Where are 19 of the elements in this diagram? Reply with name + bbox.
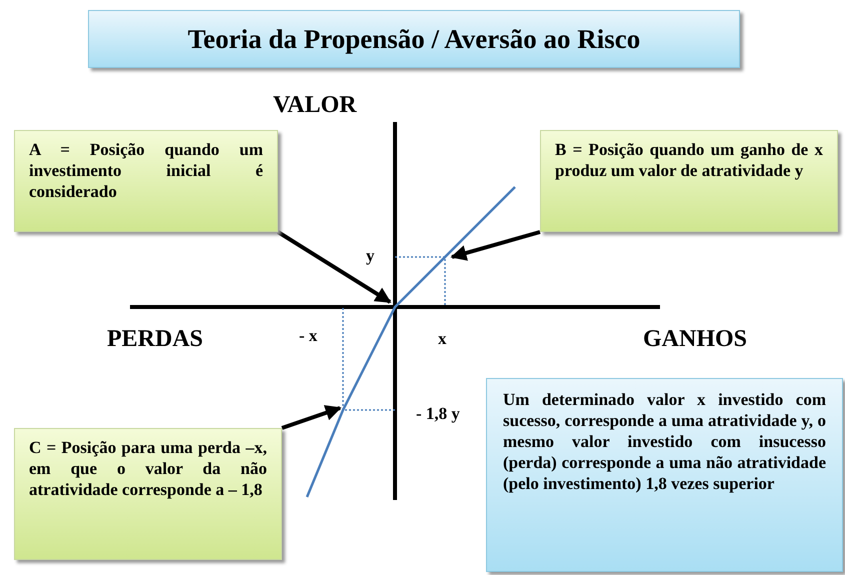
point-label: - x [299, 326, 318, 346]
axis-label: VALOR [273, 92, 357, 119]
note-box [14, 130, 278, 232]
point-label: - 1,8 y [416, 404, 460, 424]
axis-label: PERDAS [107, 326, 204, 353]
arrow [450, 230, 541, 261]
note-box [14, 428, 282, 560]
axis-label: GANHOS [643, 326, 748, 353]
title-banner: Teoria da Propensão / Aversão ao Risco [88, 10, 740, 68]
point-label: x [438, 329, 446, 349]
arrow [276, 230, 392, 304]
arrow [281, 405, 342, 430]
note-box [540, 130, 838, 232]
note-text: A = Posição quando um investimento inicial é considerado [29, 139, 263, 202]
note-text: C = Posição para uma perda –x, em que o valor da não atratividade corresponde a – 1,8 [29, 437, 267, 500]
point-label: y [366, 246, 374, 266]
note-box [486, 378, 843, 572]
note-text: B = Posição quando um ganho de x produz um valor de atratividade y [555, 139, 823, 181]
note-text: Um determinado valor x investido com sucesso, corresponde a uma atratividade y, o mesmo valor investido com insucesso (perda) corresponde a uma não atratividade (pelo investimento) 1,8 vezes superior [503, 389, 826, 494]
